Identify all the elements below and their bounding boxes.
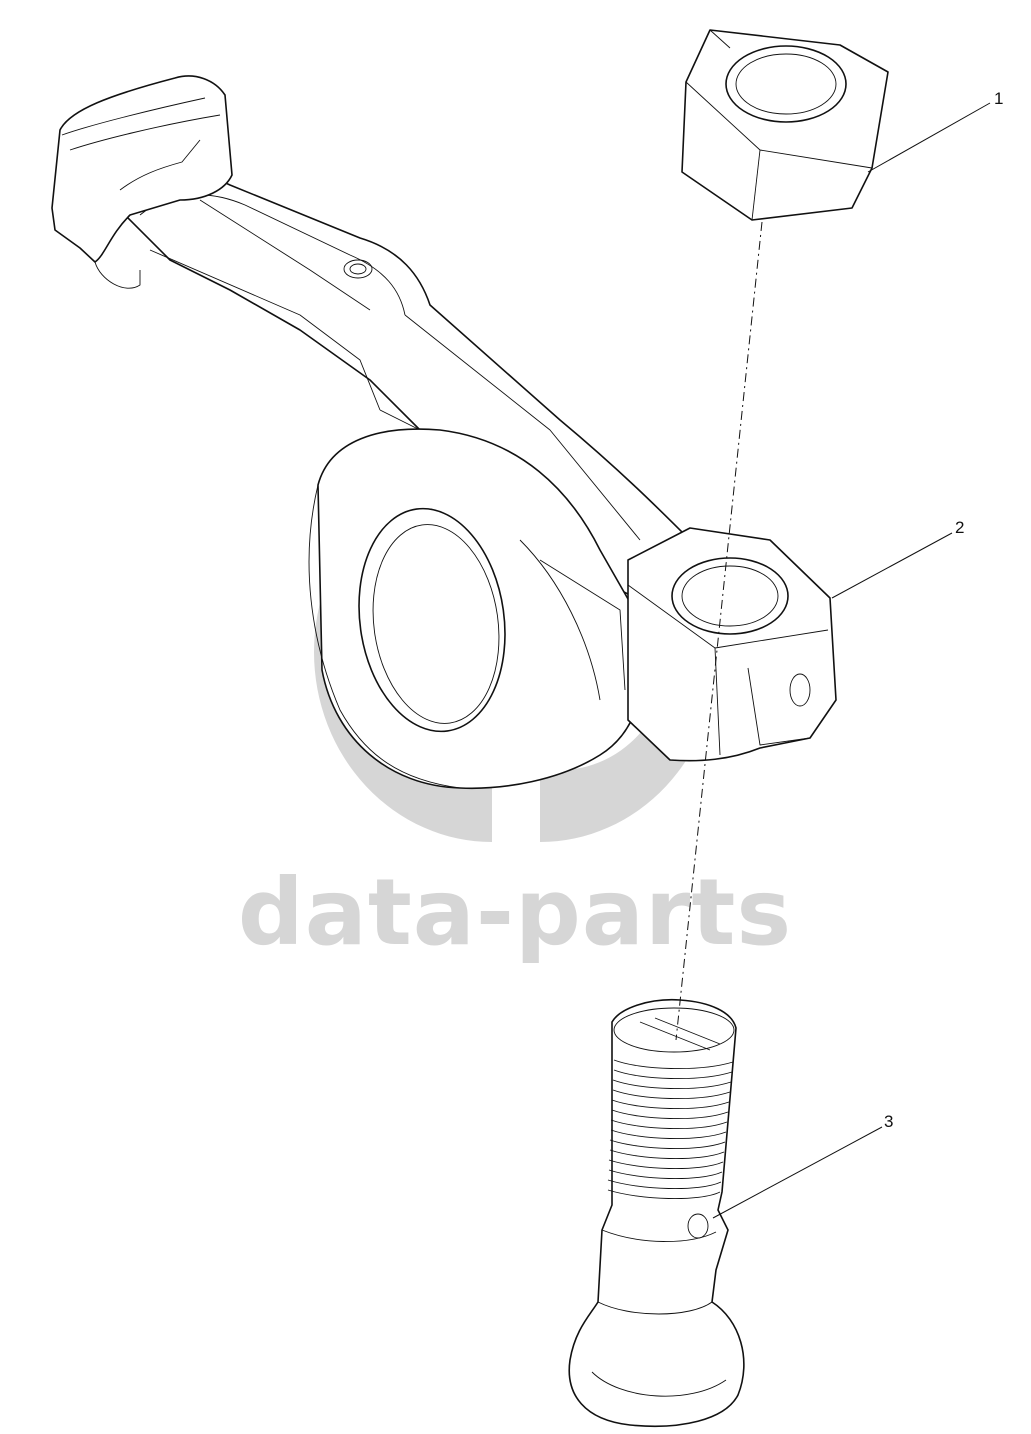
oil-hole (343, 259, 373, 279)
adjuster-bore (671, 557, 789, 635)
screw-thread (607, 1059, 734, 1200)
callout-label-3: 3 (884, 1112, 893, 1131)
leader-line-2 (831, 532, 953, 599)
shaft-bore (358, 507, 506, 733)
assembly-axis (675, 221, 763, 1041)
callout-label-2: 2 (955, 518, 964, 537)
rocker-arm (51, 75, 837, 790)
callout-label-1: 1 (994, 89, 1003, 108)
watermark-text: data-parts (238, 859, 792, 966)
leader-line-3 (712, 1126, 883, 1219)
lock-hole (789, 673, 811, 707)
leader-line-1 (867, 102, 991, 173)
hex-nut (681, 29, 889, 221)
nut-bore (725, 45, 847, 123)
callouts: 1 2 3 (712, 89, 1003, 1219)
adjusting-screw (568, 998, 745, 1428)
